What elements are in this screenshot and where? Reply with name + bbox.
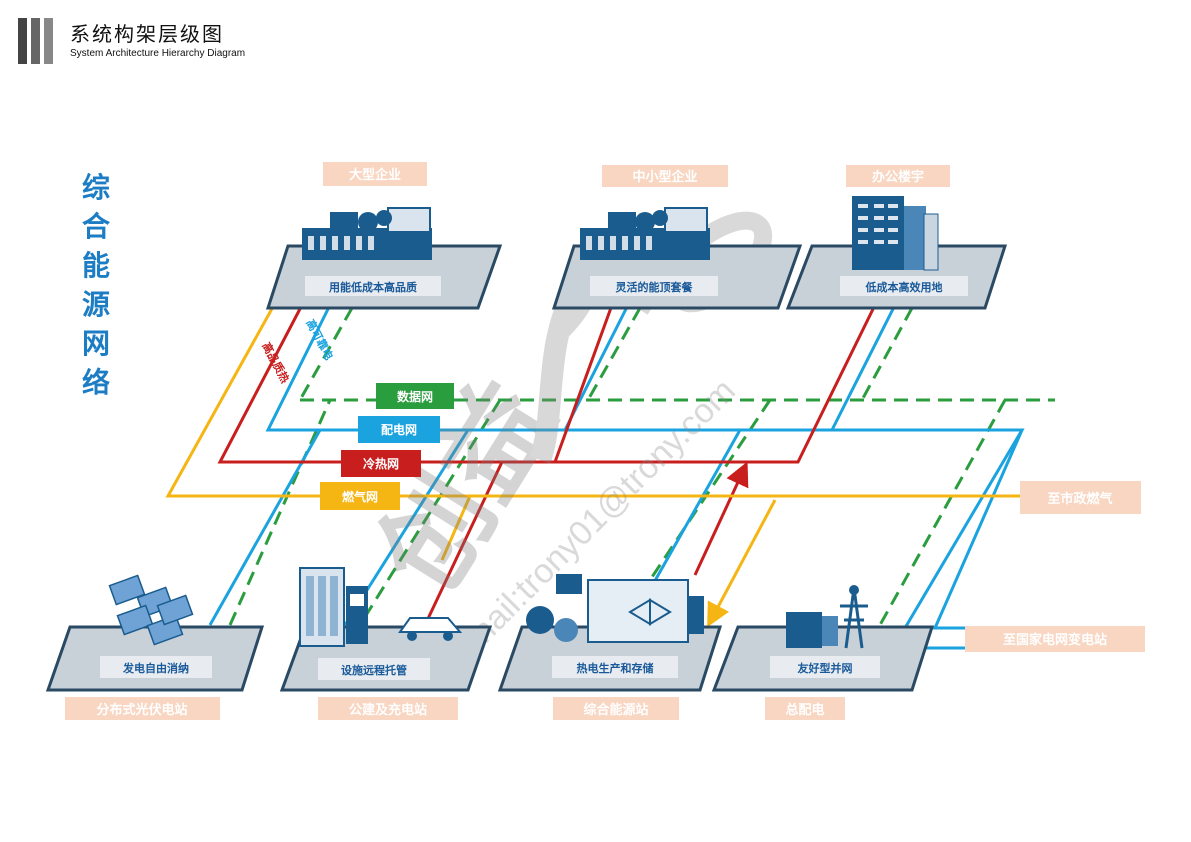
node-tag-bg [765, 697, 845, 720]
gas-network-lines [165, 304, 1020, 628]
node-small-enterprise: 灵活的能顶套餐 中小型企业 [551, 165, 803, 310]
heat-net-label-bg [341, 450, 421, 477]
node-caption: 热电生产和存储 [577, 661, 654, 675]
node-office-building: 低成本高效用地 办公楼宇 [785, 165, 1008, 310]
node-caption: 低成本高效用地 [865, 280, 943, 294]
node-caption: 发电自由消纳 [122, 661, 189, 675]
node-tag: 中小型企业 [632, 169, 697, 185]
heat-net-label: 冷热网 [363, 456, 399, 471]
network-labels: 数据网 配电网 冷热网 燃气网 [320, 383, 454, 510]
page-title: 系统构架层级图 [70, 22, 224, 46]
heat-network-lines [217, 304, 877, 626]
node-tag-bg [846, 165, 950, 187]
node-caption-bg [552, 656, 678, 678]
side-title: 综合能源网络 [81, 171, 110, 399]
node-tag: 综合能源站 [583, 702, 648, 718]
node-caption: 用能低成本高品质 [329, 280, 417, 294]
factory-icon [580, 207, 710, 260]
gas-net-label: 燃气网 [342, 489, 378, 504]
power-net-label: 配电网 [381, 422, 417, 437]
node-caption-bg [100, 656, 212, 678]
node-caption-bg [318, 658, 430, 680]
ext-grid-tag: 至国家电网变电站 [1003, 632, 1107, 648]
node-charging-station: 设施远程托管 公建及充电站 [279, 567, 493, 720]
ext-gas-tag-bg [1020, 481, 1141, 514]
energy-station-icon [526, 574, 704, 643]
data-net-label: 数据网 [397, 389, 433, 404]
node-tag-bg [65, 697, 220, 720]
node-caption-bg [305, 276, 441, 296]
node-tag: 大型企业 [349, 167, 401, 183]
node-tag: 总配电 [785, 702, 824, 718]
node-main-distribution: 友好型并网 总配电 [711, 585, 935, 720]
node-tag-bg [323, 162, 427, 186]
office-building-icon [852, 196, 939, 271]
power-net-label-bg [358, 416, 440, 443]
data-net-label-bg [376, 383, 454, 409]
node-pv-station: 发电自由消纳 分布式光伏电站 [45, 574, 265, 720]
bottom-platforms: 发电自由消纳 分布式光伏电站 设施远程托管 公建及充电站 [45, 567, 935, 720]
node-caption-bg [590, 276, 718, 296]
node-tag: 公建及充电站 [349, 702, 427, 718]
node-caption-bg [770, 656, 880, 678]
network-lines [165, 304, 1055, 650]
node-tag-bg [602, 165, 728, 187]
node-tag-bg [553, 697, 679, 720]
node-caption: 友好型并网 [798, 661, 853, 675]
node-large-enterprise: 用能低成本高品质 大型企业 [265, 162, 503, 310]
ext-gas-tag: 至市政燃气 [1047, 491, 1112, 507]
gas-net-label-bg [320, 482, 400, 510]
solar-panel-icon [108, 574, 194, 646]
transmission-tower-icon [786, 585, 868, 649]
node-tag: 办公楼宇 [872, 169, 924, 185]
page-subtitle: System Architecture Hierarchy Diagram [70, 48, 246, 59]
charging-station-icon [299, 567, 463, 647]
top-platforms: 用能低成本高品质 大型企业 灵活的能顶套餐 中小型企业 [265, 162, 1008, 310]
node-caption: 灵活的能顶套餐 [616, 280, 694, 294]
factory-icon [302, 207, 432, 260]
node-caption-bg [840, 276, 968, 296]
node-caption: 设施远程托管 [341, 663, 407, 677]
node-energy-station: 热电生产和存储 综合能源站 [497, 574, 723, 720]
node-tag-bg [318, 697, 458, 720]
node-tag: 分布式光伏电站 [96, 702, 187, 718]
ext-grid-tag-bg [965, 626, 1145, 652]
